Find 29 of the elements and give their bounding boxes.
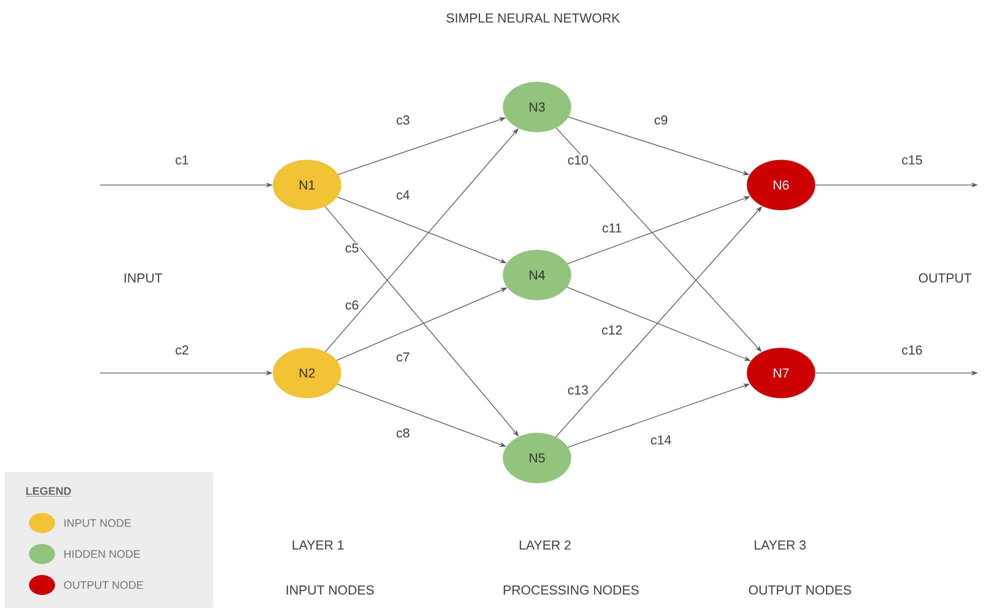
layer-caption: OUTPUT NODES xyxy=(748,585,852,595)
edge-label: c7 xyxy=(395,351,411,363)
legend-text: OUTPUT NODE xyxy=(64,581,144,589)
edge-label: c12 xyxy=(600,324,624,336)
layer-caption: INPUT NODES xyxy=(286,585,374,595)
edge-label: c9 xyxy=(653,114,669,126)
edge-label: c13 xyxy=(566,384,590,396)
edge-label: c8 xyxy=(395,427,411,439)
edge-label: c15 xyxy=(900,154,924,166)
edge-label: c16 xyxy=(900,344,924,356)
edge-label: c11 xyxy=(601,222,623,234)
edge-label: c2 xyxy=(174,344,190,356)
edge-label: c6 xyxy=(344,299,360,311)
edge-label: c10 xyxy=(566,154,590,166)
legend-text: INPUT NODE xyxy=(64,519,131,527)
edge-label: c14 xyxy=(650,434,672,446)
edge-label: c1 xyxy=(174,154,190,166)
edge-label: c3 xyxy=(395,114,411,126)
edge-label: c4 xyxy=(395,189,411,201)
side-label: OUTPUT xyxy=(918,273,972,283)
layer-label: LAYER 1 xyxy=(292,540,344,550)
layer-label: LAYER 2 xyxy=(520,540,571,550)
layer-label: LAYER 3 xyxy=(754,540,806,550)
title: SIMPLE NEURAL NETWORK xyxy=(446,13,620,23)
edge-label: c5 xyxy=(344,242,360,254)
legend-title: LEGEND xyxy=(25,487,72,496)
legend-text: HIDDEN NODE xyxy=(64,550,140,558)
side-label: INPUT xyxy=(124,273,162,283)
layer-caption: PROCESSING NODES xyxy=(504,585,639,595)
